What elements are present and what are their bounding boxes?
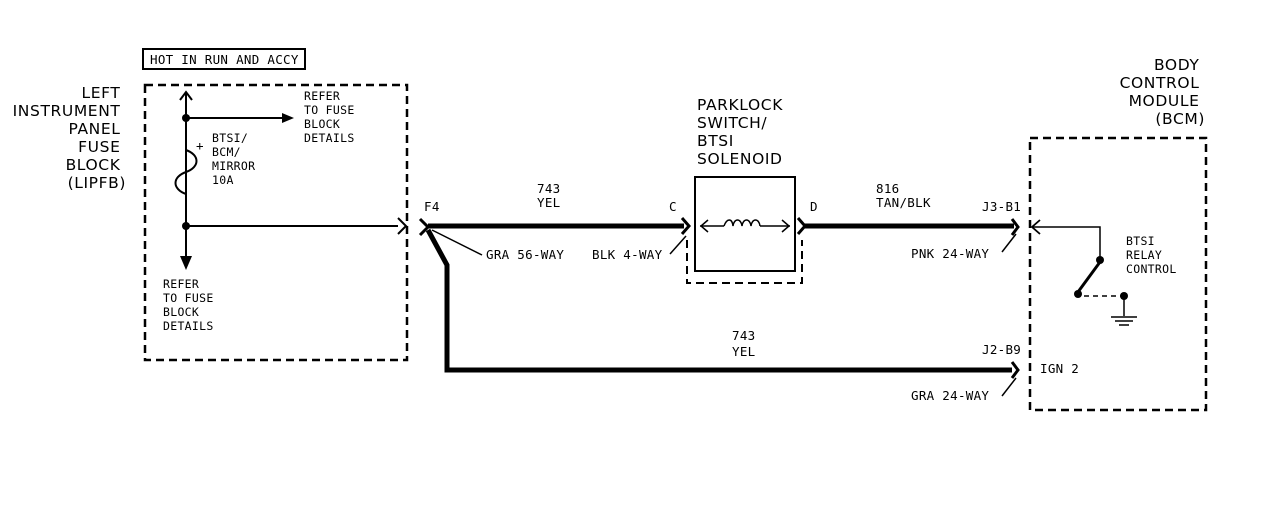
relay-label: BTSI RELAY CONTROL — [1126, 234, 1177, 276]
switch-name: PARKLOCK SWITCH/ BTSI SOLENOID — [697, 96, 789, 168]
relay-contact-bottom — [1074, 290, 1082, 298]
wire-816-color: TAN/BLK — [876, 195, 931, 210]
pnk24-leader — [1001, 233, 1017, 253]
parklock-switch: PARKLOCK SWITCH/ BTSI SOLENOID C D BLK 4… — [592, 96, 818, 284]
refer-top-arrow-icon — [282, 113, 294, 123]
refer-top-text: REFER TO FUSE BLOCK DETAILS — [304, 89, 362, 145]
wire-743-top-color: YEL — [537, 195, 560, 210]
banner: HOT IN RUN AND ACCY — [142, 48, 306, 70]
j3b1-outer-chevron-icon — [1010, 218, 1020, 236]
terminal-c-label: C — [669, 199, 677, 214]
wire-743-top-circuit: 743 — [537, 181, 560, 196]
fuse-block-outline — [143, 83, 409, 362]
terminal-j2b9-label: J2-B9 — [982, 342, 1021, 357]
j2b9-outer-chevron-icon — [1010, 361, 1020, 379]
coil-right-arrow-icon — [781, 219, 791, 233]
ign2-label: IGN 2 — [1040, 361, 1079, 376]
gra24-label: GRA 24-WAY — [911, 388, 989, 403]
wire-743-bottom-color: YEL — [732, 344, 755, 359]
terminal-f4-label: F4 — [424, 199, 440, 214]
solenoid-coil-icon — [723, 219, 761, 227]
coil-left-arrow-icon — [699, 219, 709, 233]
bus-top-chevron-icon — [179, 90, 193, 101]
wire-743-top: 743 YEL — [428, 181, 684, 229]
ground-icon — [1111, 316, 1137, 326]
pnk24-label: PNK 24-WAY — [911, 246, 989, 261]
terminal-c-chevron-icon — [680, 217, 691, 235]
relay-contact-top — [1096, 256, 1104, 264]
relay-switch-arm-icon — [1076, 261, 1102, 293]
fuse-plus: + — [196, 138, 204, 153]
refer-bottom-arrow-icon — [180, 256, 192, 270]
fuse-icon — [174, 149, 198, 195]
fuse-block-name: LEFT INSTRUMENT PANEL FUSE BLOCK (LIPFB) — [13, 84, 126, 192]
wire-743-bottom: 743 YEL — [425, 228, 1012, 373]
terminal-j3b1-label: J3-B1 — [982, 199, 1021, 214]
blk4-label: BLK 4-WAY — [592, 247, 663, 262]
switch-body — [694, 176, 796, 272]
blk4-leader — [669, 235, 687, 255]
gra56-leader — [431, 229, 483, 256]
gra56-label: GRA 56-WAY — [486, 247, 564, 262]
j3b1-inner-chevron-icon — [1030, 219, 1041, 235]
terminal-d-chevron-icon — [796, 217, 807, 235]
fuse-block: LEFT INSTRUMENT PANEL FUSE BLOCK (LIPFB)… — [13, 83, 409, 362]
switch-connector-outline — [686, 240, 803, 284]
wire-816-circuit: 816 — [876, 181, 899, 196]
wire-743-bottom-circuit: 743 — [732, 328, 755, 343]
bcm: BODY CONTROL MODULE (BCM) J3-B1 PNK 24-W… — [911, 56, 1208, 412]
wire-816: 816 TAN/BLK — [804, 181, 1014, 229]
wire-743-bottom-path — [425, 228, 1012, 373]
fuse-label: BTSI/ BCM/ MIRROR 10A — [212, 131, 263, 187]
f4-inner-chevron-icon — [397, 217, 408, 235]
banner-text: HOT IN RUN AND ACCY — [150, 52, 299, 67]
bcm-outline — [1028, 136, 1208, 412]
refer-bottom-text: REFER TO FUSE BLOCK DETAILS — [163, 277, 221, 333]
relay-control-wire — [1033, 226, 1101, 258]
banner-frame — [142, 48, 306, 70]
bcm-name: BODY CONTROL MODULE (BCM) — [1120, 56, 1205, 128]
gra24-leader — [1001, 377, 1017, 397]
terminal-d-label: D — [810, 199, 818, 214]
